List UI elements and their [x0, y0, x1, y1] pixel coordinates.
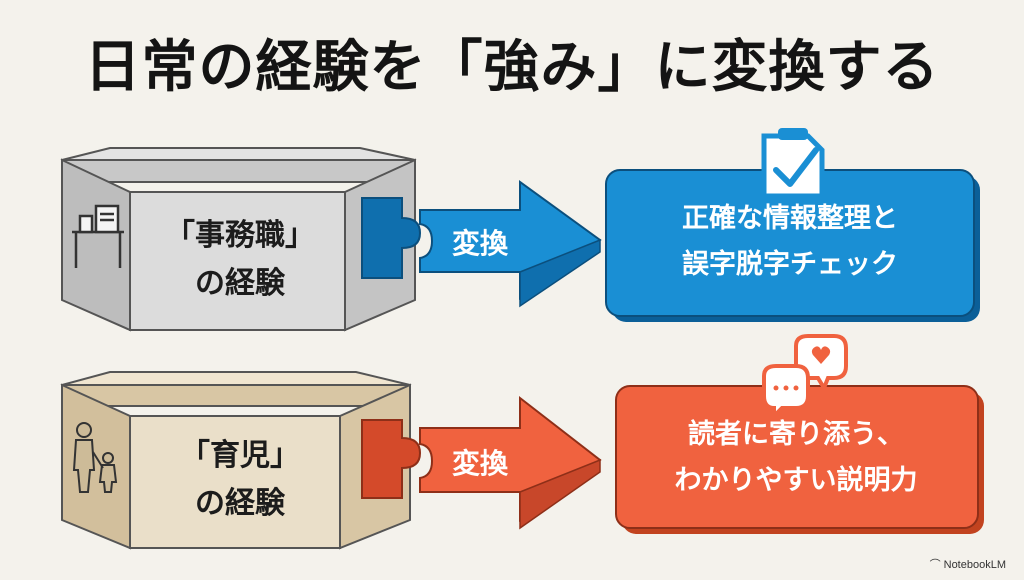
page-title: 日常の経験を「強み」に変換する: [84, 35, 940, 100]
brand-label: NotebookLM: [943, 559, 1006, 571]
result-line-1: 読者に寄り添う、: [688, 419, 904, 450]
document-check-icon: [761, 128, 825, 199]
result-line-2: わかりやすい説明力: [674, 465, 918, 496]
brand-icon: ⌒: [929, 559, 944, 571]
source-line-2: の経験: [195, 266, 285, 301]
result-box-orange: [615, 385, 984, 534]
arrow-label-1: 変換: [451, 227, 508, 260]
source-line-1: 「育児」: [180, 438, 300, 473]
parent-child-icon: [72, 422, 118, 493]
result-text-2: 読者に寄り添う、 わかりやすい説明力: [620, 412, 972, 504]
source-line-1: 「事務職」: [165, 218, 315, 253]
office-desk-icon: [72, 204, 124, 268]
speech-heart-icon: [762, 334, 848, 421]
convert-arrow-blue: [361, 180, 602, 308]
arrow-label-2: 変換: [451, 447, 508, 480]
convert-arrow-orange: [361, 395, 602, 530]
source-line-2: の経験: [195, 486, 285, 521]
result-text-1: 正確な情報整理と 誤字脱字チェック: [614, 196, 966, 288]
footer-brand: ⌒ NotebookLM: [930, 556, 1006, 572]
source-label-parenting: 「育児」 の経験: [150, 432, 330, 528]
result-line-1: 正確な情報整理と: [682, 203, 898, 234]
result-box-blue: [605, 169, 980, 322]
source-label-office: 「事務職」 の経験: [150, 212, 330, 308]
result-line-2: 誤字脱字チェック: [682, 249, 898, 280]
